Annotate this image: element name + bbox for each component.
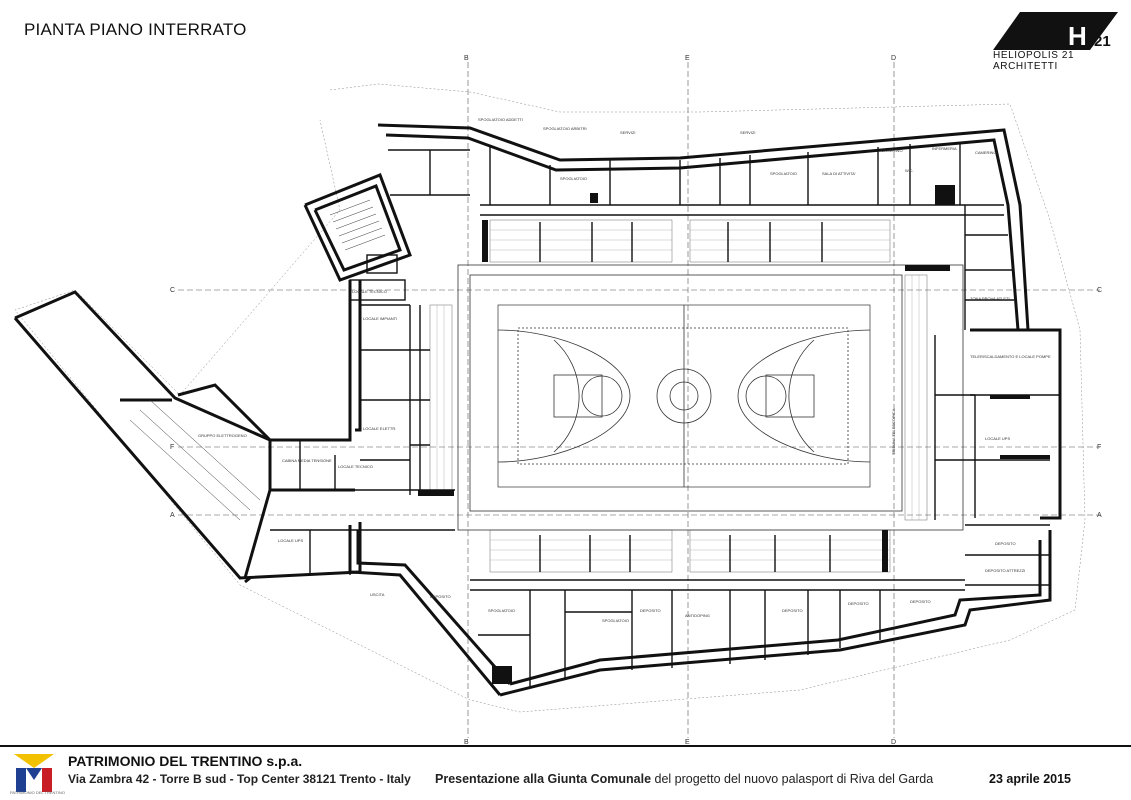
label-wc: W.C. [905, 168, 914, 173]
label-servizi-2: SERVIZI [740, 130, 756, 135]
page-title: PIANTA PIANO INTERRATO [24, 20, 247, 39]
label-deposito-s1: DEPOSITO [640, 608, 661, 613]
company-name: PATRIMONIO DEL TRENTINO s.p.a. [68, 753, 303, 769]
patrimonio-logo [14, 754, 54, 792]
label-tribuna: TRIBUNA TELESCOPICA [891, 408, 896, 455]
label-spogliatoio-addetti: SPOGLIATOIO ADDETTI [478, 117, 523, 122]
label-deposito-e1: DEPOSITO [995, 541, 1016, 546]
label-spogliatoio-n2: SPOGLIATOIO [770, 171, 797, 176]
structural-elements [418, 185, 1050, 684]
tribunes [429, 219, 928, 573]
footer-divider [0, 745, 1131, 747]
floor-plan: B E D B E D C F A C F A [13, 55, 1102, 745]
presentation-bold: Presentazione alla Giunta Comunale [435, 772, 652, 786]
label-infermeria: INFERMERIA [932, 146, 957, 151]
axis-bottom-d: D [891, 739, 896, 745]
axis-left-c: C [170, 287, 175, 294]
grid-lines [178, 62, 1100, 738]
heliopolis-logo: H 21 [993, 12, 1118, 51]
east-rooms [934, 335, 1060, 586]
label-cabina-media: CABINA MEDIA TENSIONE [282, 458, 332, 463]
label-locale-ups-e: LOCALE UPS [985, 436, 1010, 441]
presentation-date: 23 aprile 2015 [989, 772, 1072, 786]
outer-walls [13, 123, 1062, 697]
logo-subtitle: HELIOPOLIS 21 ARCHITETTI [993, 50, 1075, 72]
axis-top-e: E [685, 55, 690, 62]
axis-bottom-b: B [464, 739, 469, 745]
label-camerino-2: CAMERINO [975, 150, 997, 155]
arena [457, 264, 964, 531]
label-locale-impianti: LOCALE IMPIANTI [363, 316, 397, 321]
axis-top-b: B [464, 55, 469, 62]
label-deposito-s2: DEPOSITO [782, 608, 803, 613]
tribune-steps [436, 229, 920, 561]
company-address: Via Zambra 42 - Torre B sud - Top Center… [68, 772, 411, 786]
axis-right-c: C [1097, 287, 1102, 294]
label-locale-elettr: LOCALE ELETTR. [363, 426, 396, 431]
axis-left-f: F [170, 444, 174, 451]
logo-mark: H [1068, 21, 1087, 51]
label-locale-ups: LOCALE UPS [278, 538, 303, 543]
site-boundary [14, 83, 1086, 713]
north-rooms [388, 142, 1014, 330]
label-servizi-1: SERVIZI [620, 130, 636, 135]
axis-left-a: A [170, 512, 175, 519]
label-sala-attivita: SALA DI ATTIVITA' [822, 171, 856, 176]
label-spogliatoio-n1: SPOGLIATOIO [560, 176, 587, 181]
label-gruppo-elettrogeno: GRUPPO ELETTROGENO [198, 433, 247, 438]
south-rooms [470, 535, 965, 688]
stairs [129, 199, 398, 521]
label-locale-tecnico-2: LOCALE TECNICO [338, 464, 373, 469]
label-antidoping: ANTIDOPING [685, 613, 710, 618]
axis-right-f: F [1097, 444, 1101, 451]
label-locale-tecnico-w: LOCALE TECNICO [352, 289, 387, 294]
logo-number: 21 [1094, 33, 1111, 50]
label-spogliatoio-s1: SPOGLIATOIO [488, 608, 515, 613]
label-teleriscaldamento: TELERISCALDAMENTO E LOCALE POMPE [970, 354, 1051, 359]
axis-bottom-e: E [685, 739, 690, 745]
label-zona-prova: ZONA PROVA ATLETI [970, 296, 1010, 301]
presentation-caption: Presentazione alla Giunta Comunale del p… [435, 772, 933, 786]
axis-top-d: D [891, 55, 896, 62]
label-deposito-s4: DEPOSITO [910, 599, 931, 604]
label-deposito-s3: DEPOSITO [848, 601, 869, 606]
label-deposito-sw: DEPOSITO [430, 594, 451, 599]
label-spogliatoio-s2: SPOGLIATOIO [602, 618, 629, 623]
label-spogliatoio-arbitri: SPOGLIATOIO ARBITRI [543, 126, 587, 131]
label-deposito-attrezzi: DEPOSITO ATTREZZI [985, 568, 1025, 573]
axis-right-a: A [1097, 512, 1102, 519]
presentation-rest: del progetto del nuovo palasport di Riva… [651, 772, 934, 786]
patrimonio-logo-caption: PATRIMONIO DEL TRENTINO [10, 790, 65, 795]
axis-labels: B E D B E D C F A C F A [170, 55, 1102, 745]
label-uscita: USCITA [370, 592, 385, 597]
room-labels: SPOGLIATOIO ADDETTI SPOGLIATOIO ARBITRI … [198, 117, 1051, 623]
label-camerino-1: CAMERINO [881, 148, 903, 153]
